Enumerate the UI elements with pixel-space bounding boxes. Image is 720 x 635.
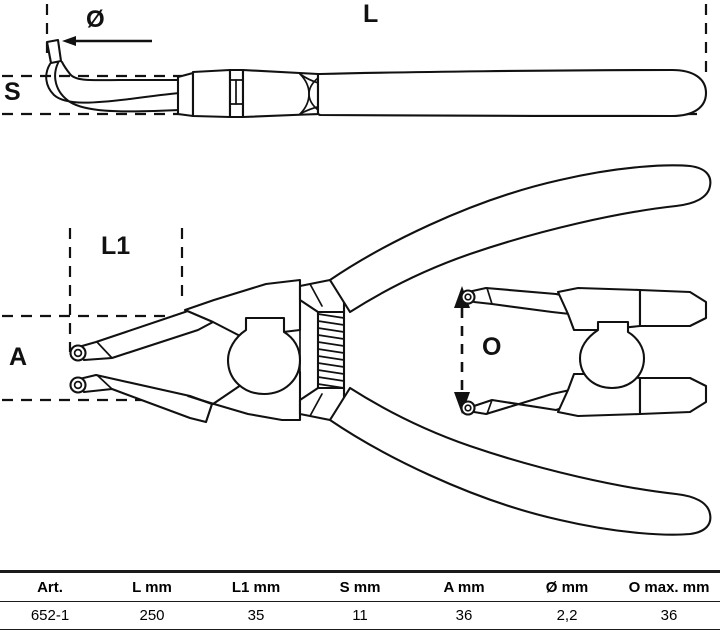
cell-o-max: 36	[618, 601, 720, 630]
side-body-front	[191, 68, 232, 119]
top-jaw-lower-tip-inner	[73, 380, 83, 390]
top-pivot-boss	[226, 316, 302, 396]
dimension-label-offset: S	[4, 78, 21, 106]
top-jaw-upper-tip-inner	[73, 348, 83, 358]
detail-pivot-boss	[578, 320, 646, 390]
top-grip-upper	[328, 164, 712, 314]
dimension-label-jaw-span: A	[9, 343, 28, 371]
cell-dia: 2,2	[516, 601, 618, 630]
top-jaw-lower-tip-outer	[69, 376, 87, 394]
top-grip-lower	[328, 386, 712, 536]
detail-jaw-upper-step	[486, 287, 493, 305]
detail-tail-upper	[638, 288, 708, 328]
spec-table-container: Art. L mm L1 mm S mm A mm Ø mm O max. mm…	[0, 570, 720, 635]
spec-header-o-max: O max. mm	[618, 570, 720, 602]
detail-jaw-upper-tip-inner	[464, 293, 472, 301]
cell-l1: 35	[204, 601, 308, 630]
top-jaw-upper-step	[96, 341, 113, 359]
spec-header-l1: L1 mm	[204, 570, 308, 602]
detail-jaw-lower-step	[486, 399, 493, 415]
top-collar-upper-rib	[309, 283, 323, 307]
dimension-label-diameter: Ø	[86, 6, 105, 33]
side-jaw-shoulder	[176, 71, 195, 118]
side-jaw-upper-outline	[45, 61, 181, 104]
side-grip	[316, 68, 708, 118]
detail-tail-lower	[638, 376, 708, 416]
opening-detail-group	[454, 286, 708, 418]
detail-jaw-upper-tip-outer	[460, 289, 476, 305]
top-collar-lower-rib	[309, 393, 323, 417]
spec-header-row: Art. L mm L1 mm S mm A mm Ø mm O max. mm	[0, 570, 720, 602]
side-view-group	[2, 4, 708, 119]
spec-table-body: 652-1 250 35 11 36 2,2 36	[0, 601, 720, 630]
top-view-group	[2, 164, 712, 536]
dimension-label-opening: O	[482, 333, 502, 361]
cell-s: 11	[308, 601, 412, 630]
cell-l: 250	[100, 601, 204, 630]
side-tip-pin	[45, 38, 63, 65]
spec-header-art: Art.	[0, 570, 100, 602]
spec-table-head: Art. L mm L1 mm S mm A mm Ø mm O max. mm	[0, 570, 720, 602]
spec-header-l: L mm	[100, 570, 204, 602]
table-row: 652-1 250 35 11 36 2,2 36	[0, 601, 720, 630]
cell-a: 36	[412, 601, 516, 630]
top-jaw-arm-lower	[73, 373, 214, 424]
dimension-label-length: L	[363, 0, 379, 28]
top-jaw-lower-step	[96, 374, 113, 390]
spec-table: Art. L mm L1 mm S mm A mm Ø mm O max. mm…	[0, 570, 720, 630]
dimension-label-jaw-length: L1	[101, 232, 131, 260]
technical-drawing: .ol { fill:#ffffff; stroke:#111111; stro…	[2, 4, 712, 536]
detail-jaw-lower-tip-outer	[460, 400, 476, 416]
spec-header-dia: Ø mm	[516, 570, 618, 602]
diameter-arrow-head	[62, 36, 76, 46]
spec-header-a: A mm	[412, 570, 516, 602]
detail-jaw-lower-tip-inner	[464, 404, 472, 412]
opening-arrow-head-down	[454, 392, 470, 414]
side-jaw-lower-outline	[54, 62, 181, 113]
spec-header-s: S mm	[308, 570, 412, 602]
cell-art: 652-1	[0, 601, 100, 630]
top-jaw-upper-tip-outer	[69, 344, 87, 362]
